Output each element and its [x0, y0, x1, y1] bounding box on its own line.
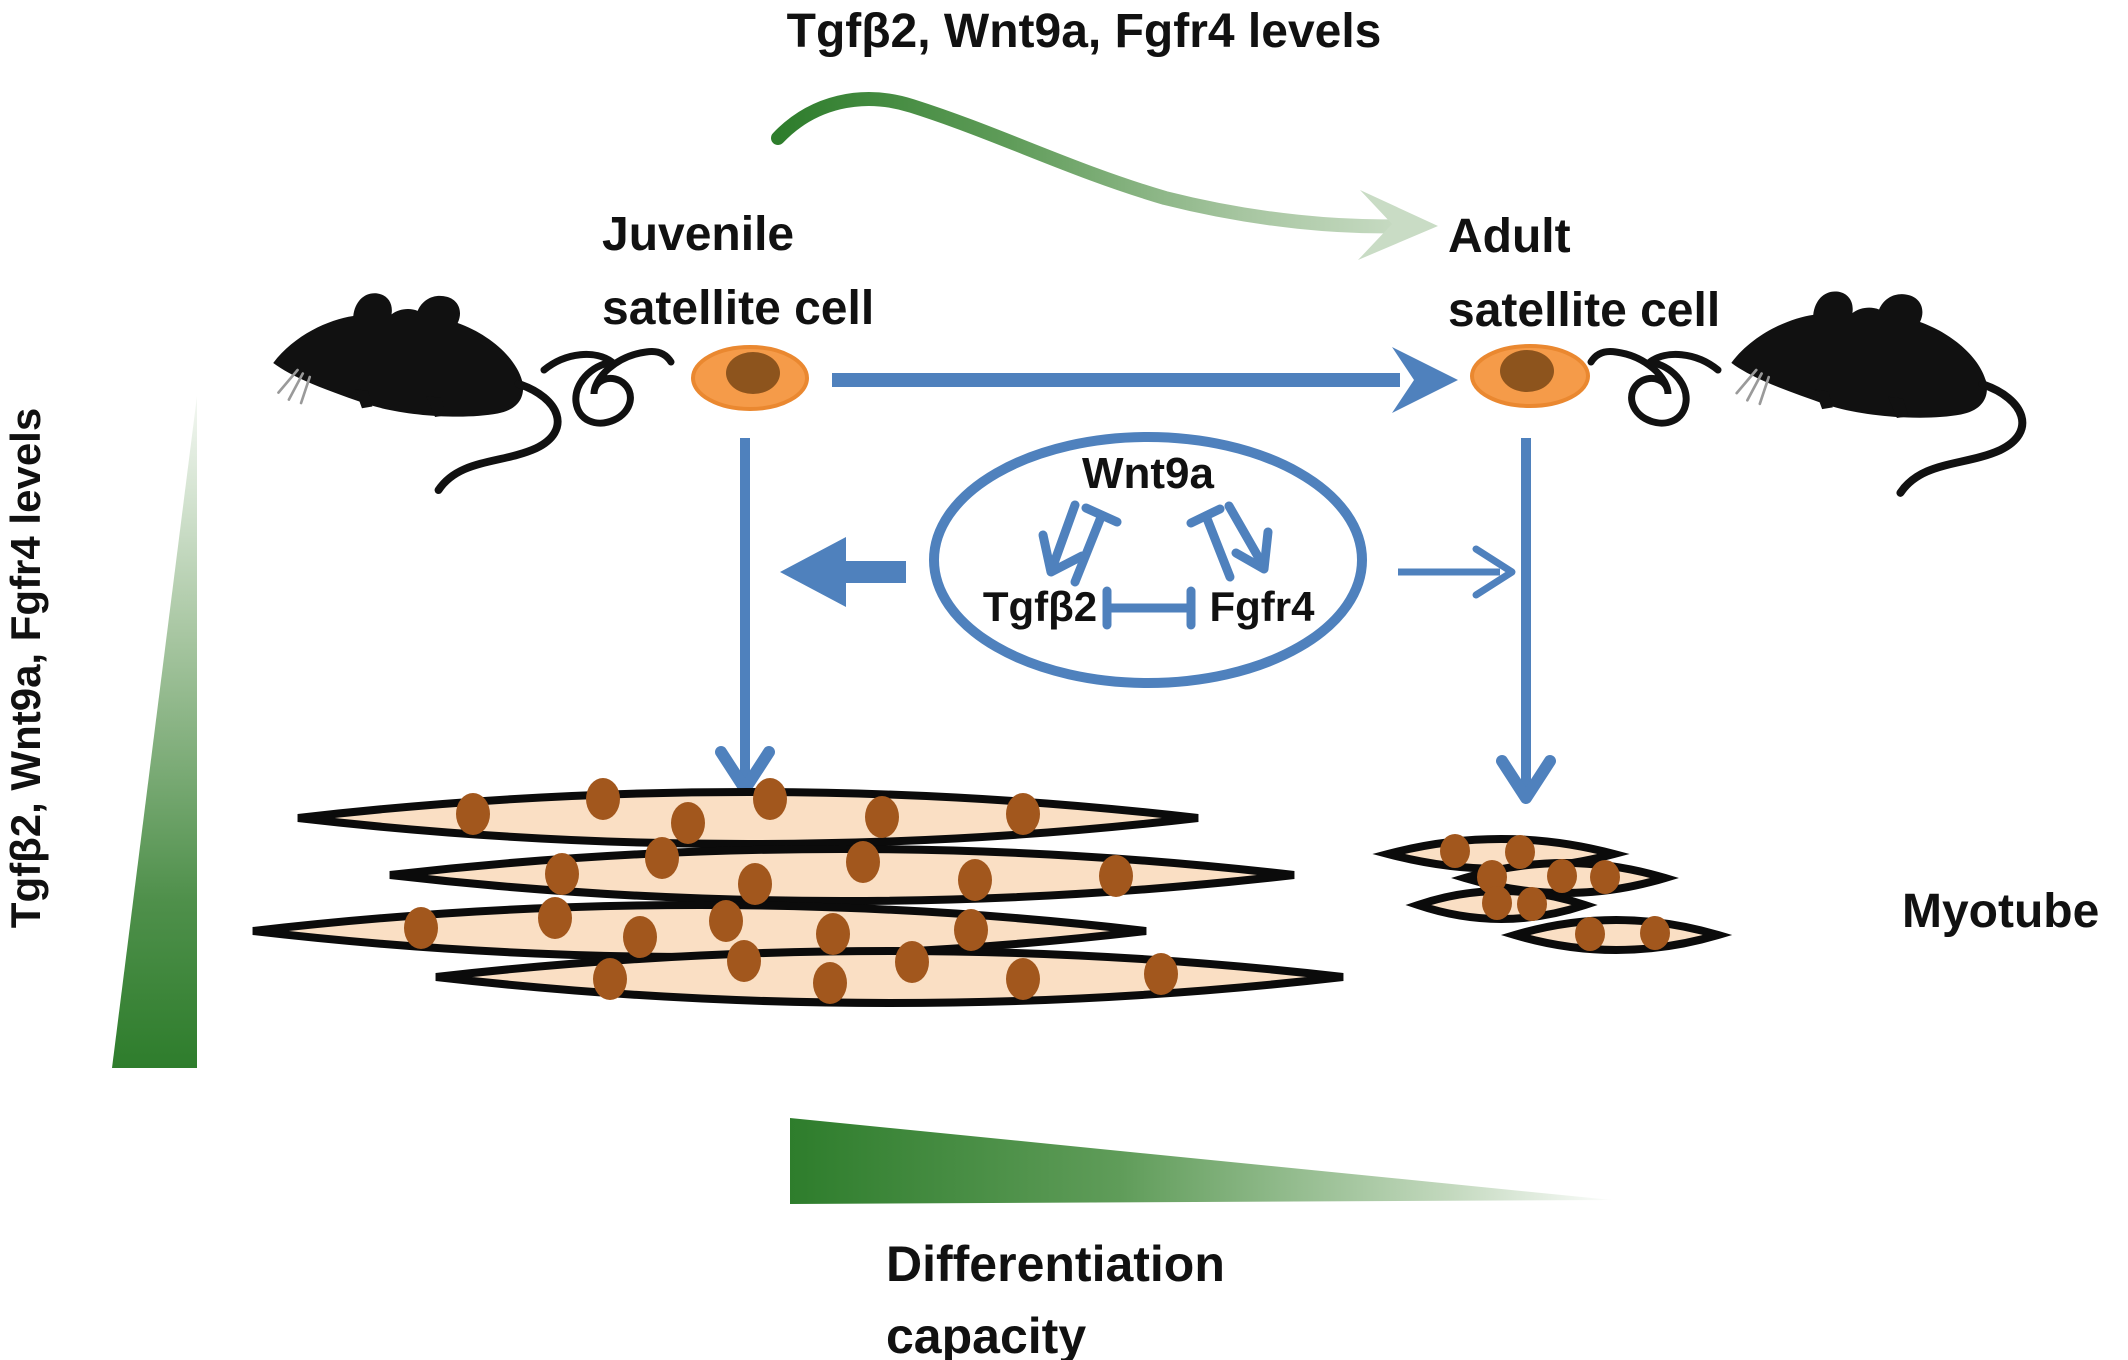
adult-differentiation-arrow	[1496, 438, 1556, 804]
bottom-axis-label-line2: capacity	[886, 1308, 1087, 1360]
adult-satellite-cell-icon	[1470, 344, 1590, 408]
gene-label-fgfr4: Fgfr4	[1209, 583, 1315, 630]
juvenile-myotube-nuclei	[404, 778, 1178, 1004]
myotube-label: Myotube	[1902, 885, 2100, 938]
left-gradient-wedge	[112, 396, 197, 1068]
adult-cell-label-line1: Adult	[1448, 210, 1571, 263]
gene-label-tgfb2: Tgfβ2	[982, 583, 1098, 630]
bottom-axis-label-line1: Differentiation	[886, 1236, 1225, 1292]
juvenile-cell-label-line1: Juvenile	[602, 208, 795, 261]
bottom-axis-label: Differentiation capacity	[886, 1228, 1225, 1360]
left-axis-label: Tgfβ2, Wnt9a, Fgfr4 levels	[2, 407, 49, 929]
adult-cell-label: Adult satellite cell	[1448, 200, 1720, 348]
adult-mouse-icon	[1731, 291, 2022, 492]
signaling-network-ellipse	[929, 432, 1367, 688]
weak-signaling-arrow	[1398, 545, 1516, 599]
juvenile-mouse-icon	[273, 293, 557, 490]
gene-label-wnt9a: Wnt9a	[1082, 449, 1214, 498]
juvenile-cell-label: Juvenile satellite cell	[602, 198, 874, 346]
top-axis-label: Tgfβ2, Wnt9a, Fgfr4 levels	[786, 5, 1382, 58]
juvenile-to-adult-arrow	[832, 347, 1458, 413]
adult-myotube-nuclei	[1440, 834, 1670, 951]
juvenile-differentiation-arrow	[715, 438, 775, 795]
juvenile-satellite-cell-icon	[691, 345, 809, 411]
juvenile-myofiber-squiggle-icon	[544, 351, 671, 423]
signaling-interactions	[1038, 500, 1273, 630]
juvenile-cell-label-line2: satellite cell	[602, 282, 875, 335]
adult-myofiber-squiggle-icon	[1591, 351, 1718, 423]
top-gradient-curve-arrow	[771, 92, 1438, 260]
bottom-gradient-wedge	[790, 1118, 1612, 1204]
adult-cell-label-line2: satellite cell	[1448, 284, 1721, 337]
strong-signaling-arrow	[780, 537, 906, 607]
juvenile-myotube-cluster	[252, 788, 1344, 1007]
